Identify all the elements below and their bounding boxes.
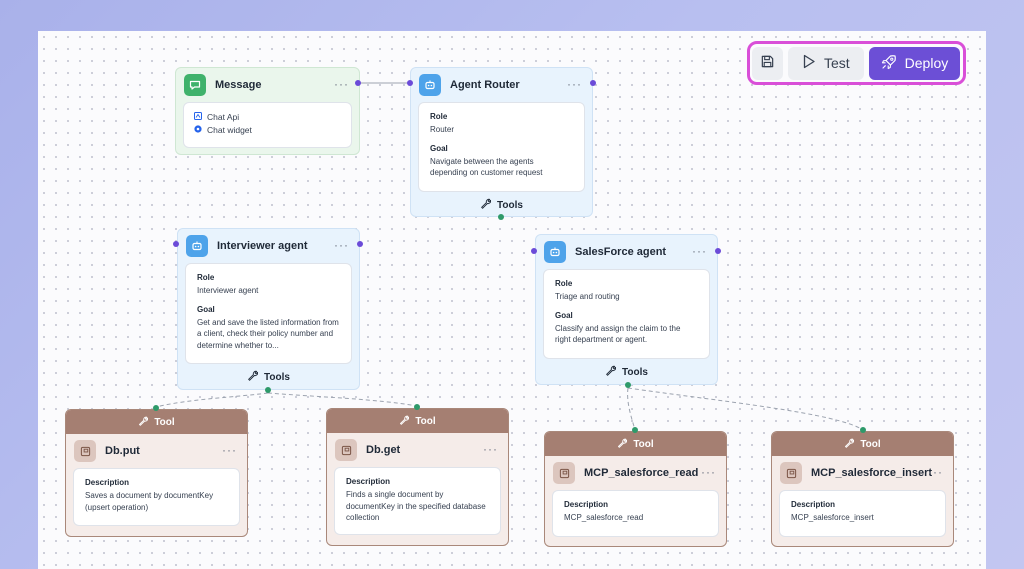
tool-mcp-read-menu-icon[interactable]: ··· xyxy=(701,465,716,479)
message-node[interactable]: Message ··· Chat Api Chat widget xyxy=(175,67,360,155)
agent-router-menu-icon[interactable]: ··· xyxy=(567,77,582,91)
tool-mcp-insert-details: Description MCP_salesforce_insert xyxy=(779,490,946,537)
salesforce-agent-goal: Classify and assign the claim to the rig… xyxy=(555,323,681,345)
wrench-icon xyxy=(617,438,628,451)
wrench-icon xyxy=(480,198,492,212)
tool-mcp-read-node[interactable]: Tool MCP_salesforce_read ··· Description… xyxy=(544,431,727,547)
tool-banner: Tool xyxy=(772,432,953,456)
salesforce-agent-tools-handle[interactable] xyxy=(625,382,631,388)
tool-mcp-read-input-handle[interactable] xyxy=(632,427,638,433)
tool-db-put-menu-icon[interactable]: ··· xyxy=(222,443,237,457)
message-output-handle[interactable] xyxy=(355,80,361,86)
salesforce-agent-details: Role Triage and routing Goal Classify an… xyxy=(543,269,710,359)
agent-router-node[interactable]: Agent Router ··· Role Router Goal Naviga… xyxy=(410,67,593,217)
wrench-icon xyxy=(247,370,259,384)
message-icon xyxy=(184,74,206,96)
interviewer-agent-tools-button[interactable]: Tools xyxy=(178,364,359,390)
salesforce-agent-node[interactable]: SalesForce agent ··· Role Triage and rou… xyxy=(535,234,718,385)
play-icon xyxy=(802,54,816,72)
tool-db-get-details: Description Finds a single document by d… xyxy=(334,467,501,535)
tool-banner: Tool xyxy=(545,432,726,456)
message-node-menu-icon[interactable]: ··· xyxy=(334,77,349,91)
api-icon xyxy=(194,112,202,122)
agent-router-input-handle[interactable] xyxy=(407,80,413,86)
wrench-icon xyxy=(844,438,855,451)
agent-router-role: Router xyxy=(430,125,455,134)
robot-icon xyxy=(419,74,441,96)
agent-router-goal: Navigate between the agents depending on… xyxy=(430,156,543,178)
salesforce-agent-output-handle[interactable] xyxy=(715,248,721,254)
robot-icon xyxy=(544,241,566,263)
tool-db-get-input-handle[interactable] xyxy=(414,404,420,410)
agent-router-tools-button[interactable]: Tools xyxy=(411,192,592,218)
robot-icon xyxy=(186,235,208,257)
tool-mcp-insert-title: MCP_salesforce_insert xyxy=(811,467,933,479)
salesforce-agent-role: Triage and routing xyxy=(555,292,620,301)
interviewer-agent-menu-icon[interactable]: ··· xyxy=(334,238,349,252)
tool-db-get-description: Finds a single document by documentKey i… xyxy=(346,490,486,523)
tool-mcp-read-details: Description MCP_salesforce_read xyxy=(552,490,719,537)
tool-db-get-title: Db.get xyxy=(366,444,401,456)
tool-mcp-insert-input-handle[interactable] xyxy=(860,427,866,433)
wrench-icon xyxy=(605,365,617,379)
tool-mcp-read-title: MCP_salesforce_read xyxy=(584,467,699,479)
tool-mcp-insert-node[interactable]: Tool MCP_salesforce_insert ··· Descripti… xyxy=(771,431,954,547)
tool-mcp-insert-menu-icon[interactable]: ··· xyxy=(928,465,943,479)
message-channels-card: Chat Api Chat widget xyxy=(183,102,352,148)
tool-db-put-input-handle[interactable] xyxy=(153,405,159,411)
save-button[interactable] xyxy=(752,46,783,80)
interviewer-agent-goal: Get and save the listed information from… xyxy=(197,317,339,350)
deploy-button[interactable]: Deploy xyxy=(868,46,960,80)
agent-router-details: Role Router Goal Navigate between the ag… xyxy=(418,102,585,192)
tool-box-icon xyxy=(74,440,96,462)
workflow-canvas[interactable]: Message ··· Chat Api Chat widget Agent R… xyxy=(38,31,986,569)
channel-chat-api: Chat Api xyxy=(194,112,341,122)
tool-db-get-menu-icon[interactable]: ··· xyxy=(483,442,498,456)
tool-banner: Tool xyxy=(327,409,508,433)
interviewer-agent-title: Interviewer agent xyxy=(217,240,308,252)
tool-box-icon xyxy=(553,462,575,484)
widget-icon xyxy=(194,125,202,135)
rocket-icon xyxy=(881,54,897,73)
wrench-icon xyxy=(138,416,149,429)
agent-router-title: Agent Router xyxy=(450,79,520,91)
channel-chat-widget: Chat widget xyxy=(194,125,341,135)
tool-box-icon xyxy=(335,439,357,461)
salesforce-agent-title: SalesForce agent xyxy=(575,246,667,258)
salesforce-agent-tools-button[interactable]: Tools xyxy=(536,359,717,385)
tool-banner: Tool xyxy=(66,410,247,434)
interviewer-agent-output-handle[interactable] xyxy=(357,241,363,247)
interviewer-agent-tools-handle[interactable] xyxy=(265,387,271,393)
tool-db-put-details: Description Saves a document by document… xyxy=(73,468,240,526)
tool-db-get-node[interactable]: Tool Db.get ··· Description Finds a sing… xyxy=(326,408,509,546)
save-icon xyxy=(760,54,775,72)
tool-db-put-description: Saves a document by documentKey (upsert … xyxy=(85,491,214,512)
salesforce-agent-menu-icon[interactable]: ··· xyxy=(692,244,707,258)
wrench-icon xyxy=(399,415,410,428)
tool-box-icon xyxy=(780,462,802,484)
agent-router-tools-handle[interactable] xyxy=(498,214,504,220)
tool-db-put-title: Db.put xyxy=(105,445,140,457)
test-button[interactable]: Test xyxy=(787,46,864,80)
tool-db-put-node[interactable]: Tool Db.put ··· Description Saves a docu… xyxy=(65,409,248,537)
agent-router-output-handle[interactable] xyxy=(590,80,596,86)
salesforce-agent-input-handle[interactable] xyxy=(531,248,537,254)
tool-mcp-read-description: MCP_salesforce_read xyxy=(564,513,644,522)
interviewer-agent-node[interactable]: Interviewer agent ··· Role Interviewer a… xyxy=(177,228,360,390)
edge-interviewer-dbget xyxy=(267,392,418,407)
toolbar: Test Deploy xyxy=(747,41,966,85)
edge-salesforce-mcpread xyxy=(627,387,636,431)
edge-salesforce-mcpinsert xyxy=(627,387,864,431)
interviewer-agent-details: Role Interviewer agent Goal Get and save… xyxy=(185,263,352,364)
message-node-title: Message xyxy=(215,79,262,91)
tool-mcp-insert-description: MCP_salesforce_insert xyxy=(791,513,874,522)
interviewer-agent-input-handle[interactable] xyxy=(173,241,179,247)
interviewer-agent-role: Interviewer agent xyxy=(197,286,259,295)
edge-interviewer-dbput xyxy=(155,392,269,408)
